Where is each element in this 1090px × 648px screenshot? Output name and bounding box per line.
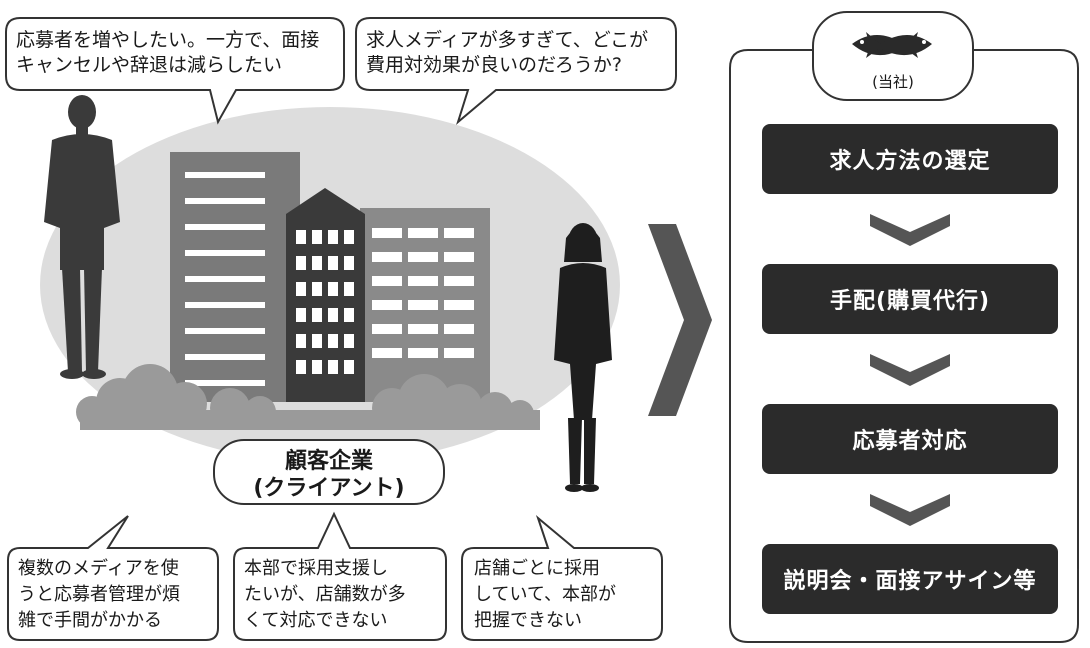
concern-bubble-5-shape	[461, 514, 663, 641]
center-building	[286, 188, 365, 402]
service-step-2: 手配(購買代行)	[762, 264, 1058, 334]
two-fish-logo-icon	[852, 32, 932, 58]
service-step-4: 説明会・面接アサイン等	[762, 544, 1058, 614]
chevron-down-icon-2	[870, 354, 950, 386]
concern-bubble-2-shape	[355, 17, 677, 125]
shrubs	[76, 364, 540, 430]
concern-top-1: 応募者を増やしたい。一方で、面接 キャンセルや辞退は減らしたい	[16, 29, 320, 76]
concern-bubble-4-shape	[233, 511, 447, 641]
service-step-1: 求人方法の選定	[762, 124, 1058, 194]
concern-top-2: 求人メディアが多すぎて、どこが 費用対効果が良いのだろうか?	[366, 29, 649, 76]
flow-arrow	[648, 224, 712, 416]
concern-bubble-3-shape	[7, 515, 219, 641]
chevron-down-icon-3	[870, 494, 950, 526]
concern-bottom-1: 複数のメディアを使 うと応募者管理が煩 雑で手間がかかる	[18, 558, 180, 631]
service-step-3: 応募者対応	[762, 404, 1058, 474]
right-building	[360, 208, 490, 402]
concern-bottom-2: 本部で採用支援し たいが、店舗数が多 くて対応できない	[244, 558, 406, 631]
client-label-shape	[213, 439, 445, 505]
client-label: 顧客企業 (クライアント)	[253, 449, 405, 501]
left-building	[170, 152, 300, 402]
company-panel	[729, 49, 1079, 643]
concern-bubble-1-shape	[5, 17, 345, 125]
woman-silhouette	[554, 223, 612, 492]
company-logo-frame	[812, 11, 974, 101]
concern-bottom-3: 店舗ごとに採用 していて、本部が 把握できない	[474, 558, 617, 631]
chevron-down-icon-1	[870, 214, 950, 246]
man-silhouette	[44, 95, 120, 379]
company-caption: (当社)	[872, 73, 914, 91]
